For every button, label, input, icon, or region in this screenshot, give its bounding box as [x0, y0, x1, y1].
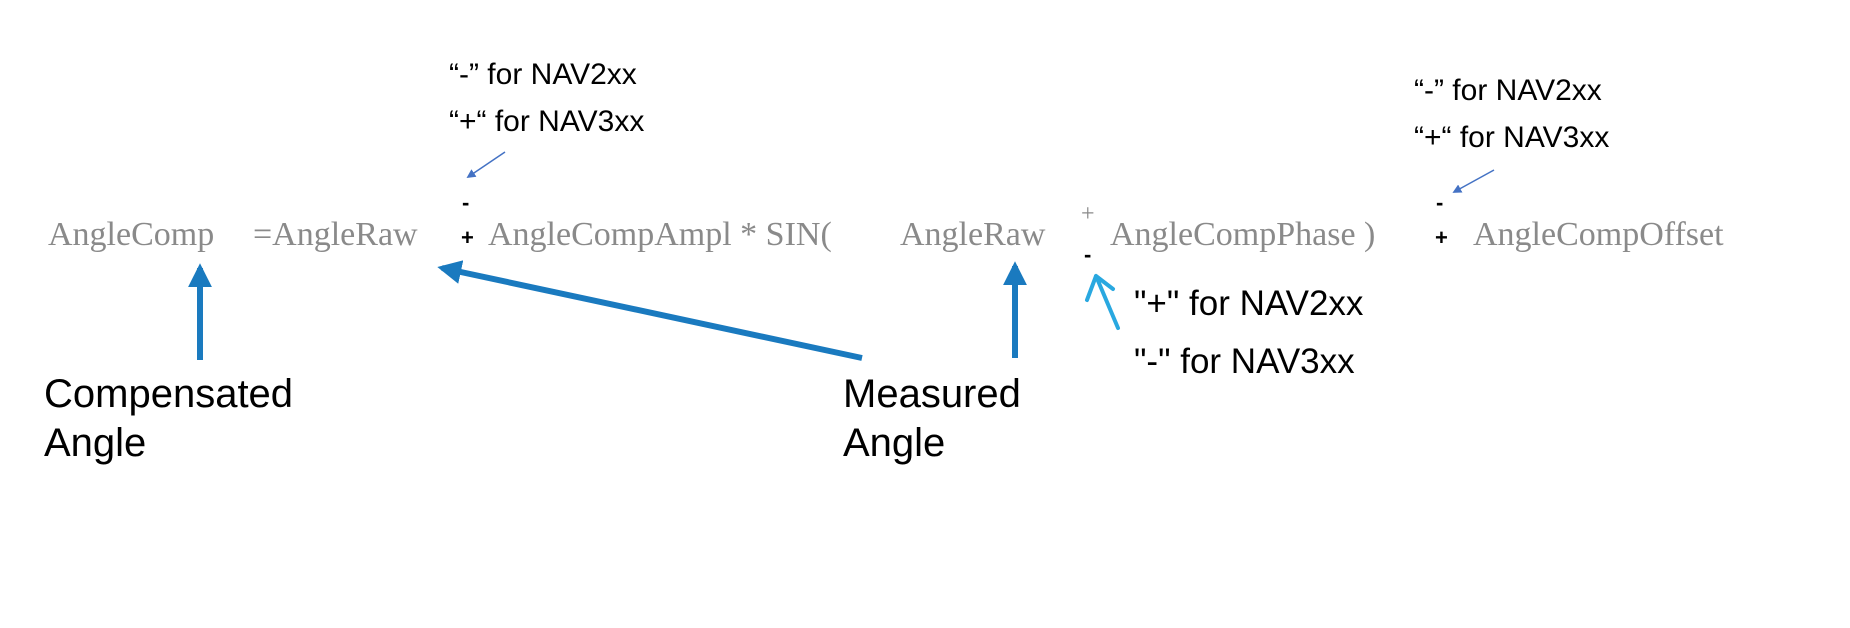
- amp-sign-bottom: +: [461, 225, 474, 250]
- compensated-label-line2: Angle: [44, 420, 147, 465]
- measured-label-line1: Measured: [843, 372, 1021, 416]
- phase-sign-arrow: [1085, 274, 1120, 330]
- formula-offset: AngleCompOffset: [1473, 216, 1724, 253]
- formula-angle-raw: AngleRaw: [900, 216, 1046, 253]
- amp-sign-note-nav3: “+“ for NAV3xx: [449, 105, 645, 138]
- formula-angle-comp: AngleComp: [48, 216, 215, 253]
- compensated-angle-label: Compensated Angle: [44, 370, 293, 468]
- phase-sign-bottom: -: [1084, 242, 1092, 267]
- phase-sign-note-nav2: "+" for NAV2xx: [1134, 284, 1364, 323]
- phase-sign-top: +: [1081, 201, 1095, 227]
- measured-angle-label: Measured Angle: [843, 370, 1021, 468]
- offset-sign-bottom: +: [1435, 225, 1448, 250]
- formula-equals-raw: =AngleRaw: [253, 216, 418, 253]
- offset-sign-pointer: [1452, 169, 1495, 193]
- phase-sign-note-nav3: "-" for NAV3xx: [1134, 342, 1355, 381]
- amp-sign-pointer: [466, 151, 506, 179]
- measured-label-line2: Angle: [843, 420, 946, 465]
- formula-amp-sin: AngleCompAmpl * SIN(: [488, 216, 832, 253]
- compensated-label-line1: Compensated: [44, 372, 294, 416]
- amp-sign-note-nav2: “-” for NAV2xx: [449, 58, 637, 91]
- formula-phase-close: AngleCompPhase ): [1110, 216, 1376, 253]
- offset-sign-note-nav2: “-” for NAV2xx: [1414, 74, 1602, 107]
- measured-arrow-first-raw: [437, 260, 863, 361]
- amp-sign-top: -: [462, 190, 470, 215]
- offset-sign-top: -: [1436, 190, 1444, 215]
- offset-sign-note-nav3: “+“ for NAV3xx: [1414, 121, 1610, 154]
